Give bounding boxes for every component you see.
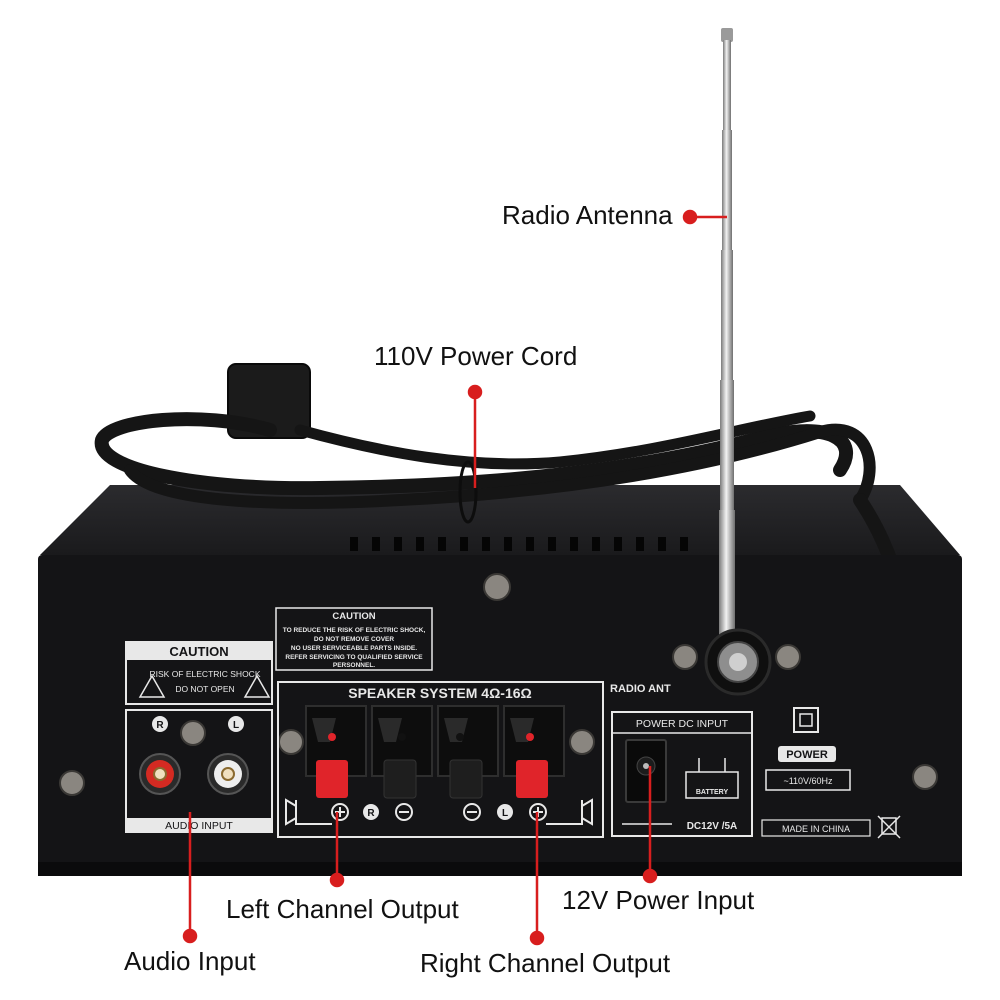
caution-notice-line: DO NOT REMOVE COVER xyxy=(314,636,394,643)
caution-notice-line: NO USER SERVICEABLE PARTS INSIDE. xyxy=(291,645,417,652)
audio-input-section: AUDIO INPUT R L xyxy=(125,709,273,833)
left-positive-terminal[interactable] xyxy=(316,760,348,798)
ac-rating-label: ~110V/60Hz xyxy=(783,776,833,786)
left-negative-terminal[interactable] xyxy=(383,759,417,799)
battery-label: BATTERY xyxy=(696,789,729,796)
caution-notice-line: REFER SERVICING TO QUALIFIED SERVICE xyxy=(285,654,423,661)
warning-icon xyxy=(243,674,271,698)
callout-power-cord: 110V Power Cord xyxy=(374,341,578,371)
speaker-icon xyxy=(285,798,297,826)
weee-bin-icon xyxy=(877,815,901,839)
radio-ant-label: RADIO ANT xyxy=(610,683,671,695)
speaker-section: SPEAKER SYSTEM 4Ω-16Ω xyxy=(277,681,604,838)
battery-icon xyxy=(685,758,739,799)
rca-left-jack[interactable] xyxy=(207,753,249,795)
right-negative-terminal[interactable] xyxy=(449,759,483,799)
caution-box-title: CAUTION xyxy=(169,644,228,659)
radio-antenna[interactable] xyxy=(704,28,772,696)
dc-rating-label: DC12V /5A xyxy=(687,821,738,832)
callout-radio-antenna: Radio Antenna xyxy=(502,200,673,230)
made-in-label: MADE IN CHINA xyxy=(782,824,850,834)
rca-right-jack[interactable] xyxy=(139,753,181,795)
callout-markers xyxy=(182,209,727,946)
caution-notice-line: PERSONNEL. xyxy=(333,662,375,669)
power-switch[interactable] xyxy=(793,707,819,733)
caution-box-line2: DO NOT OPEN xyxy=(175,684,234,694)
audio-r-label: R xyxy=(156,720,164,731)
audio-input-label: AUDIO INPUT xyxy=(165,820,233,832)
speaker-icon xyxy=(581,798,593,826)
speaker-r-label: R xyxy=(367,808,375,819)
callout-power-input: 12V Power Input xyxy=(562,885,755,915)
caution-box-line1: RISK OF ELECTRIC SHOCK xyxy=(150,669,261,679)
warning-icon xyxy=(138,674,166,698)
speaker-system-label: SPEAKER SYSTEM 4Ω-16Ω xyxy=(348,685,532,701)
callout-audio-input: Audio Input xyxy=(124,946,256,976)
right-positive-terminal[interactable] xyxy=(516,760,548,798)
power-section: POWER ~110V/60Hz xyxy=(765,707,851,791)
panel-screws xyxy=(59,573,938,796)
caution-notice-title: CAUTION xyxy=(332,611,375,622)
callout-right-channel: Right Channel Output xyxy=(420,948,671,978)
speaker-l-label: L xyxy=(502,808,508,819)
callout-left-channel: Left Channel Output xyxy=(226,894,459,924)
caution-box: CAUTION RISK OF ELECTRIC SHOCK DO NOT OP… xyxy=(125,641,273,705)
caution-notice: CAUTION TO REDUCE THE RISK OF ELECTRIC S… xyxy=(275,607,433,671)
audio-l-label: L xyxy=(233,720,239,731)
caution-notice-line: TO REDUCE THE RISK OF ELECTRIC SHOCK, xyxy=(283,627,426,634)
power-dc-section: POWER DC INPUT BATTERY DC12V /5A xyxy=(611,711,753,837)
power-label: POWER xyxy=(786,749,828,761)
vent-slots xyxy=(350,537,688,551)
power-dc-input-label: POWER DC INPUT xyxy=(636,718,729,730)
